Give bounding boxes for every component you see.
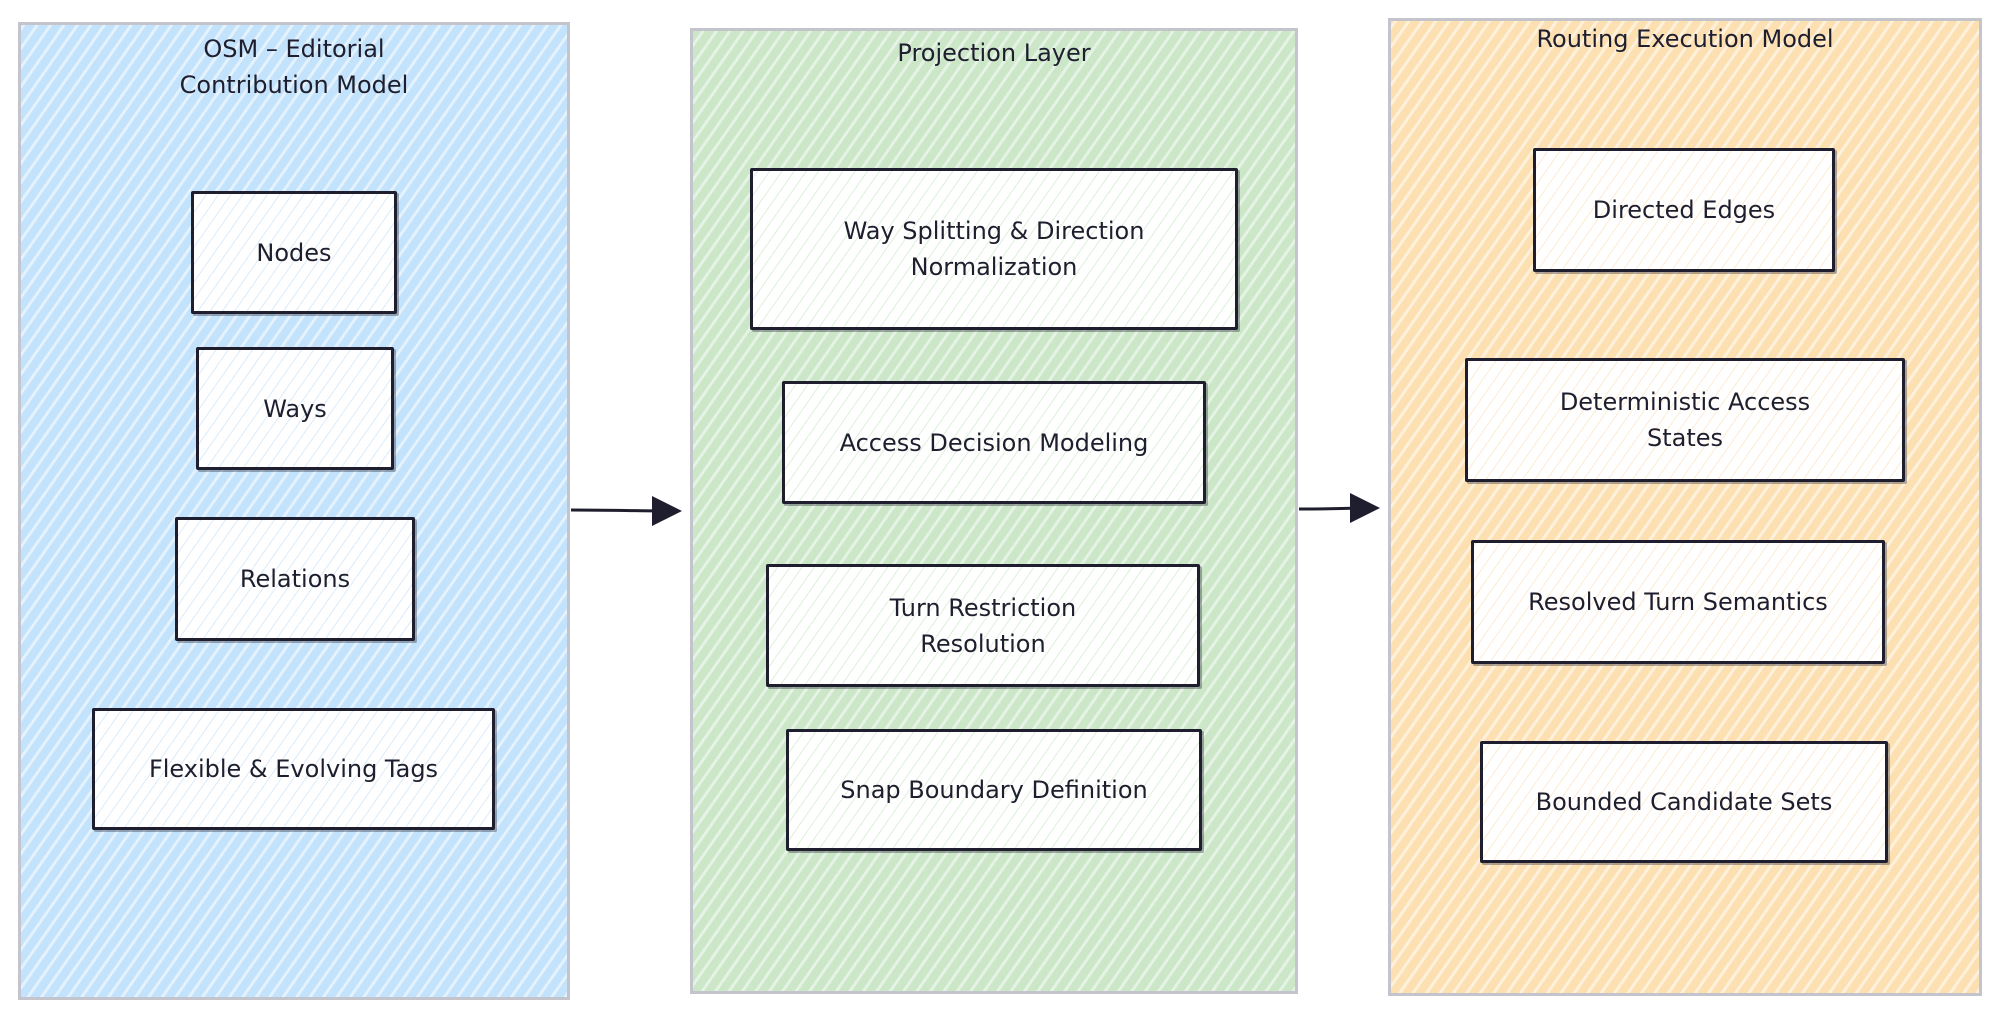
node-deterministic-access-states: Deterministic Access States: [1465, 358, 1905, 482]
node-directed-edges: Directed Edges: [1533, 148, 1835, 272]
arrow-osm-to-projection: [570, 495, 682, 526]
node-way-splitting: Way Splitting & Direction Normalization: [750, 168, 1238, 330]
node-resolved-turn-semantics: Resolved Turn Semantics: [1471, 540, 1885, 664]
node-snap-boundary-definition: Snap Boundary Definition: [786, 729, 1202, 851]
node-flexible-evolving-tags: Flexible & Evolving Tags: [92, 708, 495, 830]
node-turn-restriction-resolution: Turn Restriction Resolution: [766, 564, 1200, 687]
node-relations: Relations: [175, 517, 415, 641]
arrow-projection-to-routing: [1298, 493, 1380, 524]
panel-title-osm: OSM – Editorial Contribution Model: [179, 35, 409, 99]
node-access-decision-modeling: Access Decision Modeling: [782, 381, 1206, 504]
panel-title-routing: Routing Execution Model: [1536, 25, 1834, 53]
panel-osm-editorial-model: OSM – Editorial Contribution Model: [18, 22, 570, 1000]
panel-title-projection: Projection Layer: [897, 39, 1091, 67]
node-bounded-candidate-sets: Bounded Candidate Sets: [1480, 741, 1888, 863]
node-nodes: Nodes: [191, 191, 397, 314]
node-ways: Ways: [196, 347, 394, 470]
